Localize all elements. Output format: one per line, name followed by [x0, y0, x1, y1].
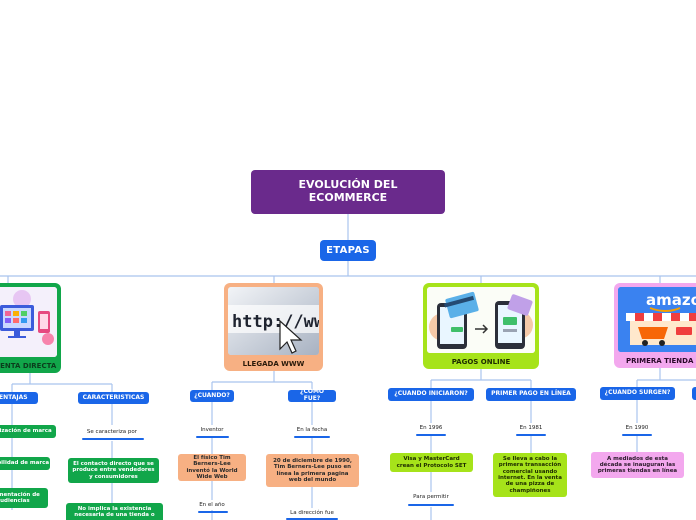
en-el-ano-connector: En el año: [199, 501, 225, 508]
connector-underline: [408, 504, 454, 506]
venta-directa-label: VENTA DIRECTA: [0, 362, 57, 370]
llegada-www-card[interactable]: http://www LLEGADA WWW: [224, 283, 323, 371]
cuando-iniciaron-node[interactable]: ¿CUANDO INICIARON?: [388, 388, 474, 401]
caracteristicas-node[interactable]: CARACTERISTICAS: [78, 392, 149, 404]
primer-pago-answer[interactable]: Se lleva a cabo la primera transacción c…: [493, 453, 567, 497]
caracteristica-item[interactable]: El contacto directo que se produce entre…: [68, 458, 159, 483]
cuando-node[interactable]: ¿CUANDO?: [190, 390, 234, 402]
en-1990-connector: En 1990: [625, 424, 649, 431]
connector-underline: [294, 436, 330, 438]
como-answer[interactable]: 20 de diciembre de 1990, Tim Berners-Lee…: [266, 454, 359, 487]
primera-tienda-label: PRIMERA TIENDA: [626, 357, 694, 365]
pagos-online-label: PAGOS ONLINE: [451, 358, 511, 366]
en-1981-connector: En 1981: [519, 424, 543, 431]
llegada-www-label: LLEGADA WWW: [242, 360, 305, 368]
phone-card-payment-image: [427, 287, 535, 353]
ventaja-item[interactable]: Credibilidad de marca: [0, 457, 50, 470]
caracteriza-connector: Se caracteriza por: [86, 428, 138, 435]
primer-pago-node[interactable]: PRIMER PAGO EN LÍNEA: [486, 388, 576, 401]
para-permitir-connector: Para permitir: [413, 493, 449, 500]
primera-tienda-card[interactable]: amazon PRIMERA TIENDA: [614, 283, 696, 368]
ventajas-node[interactable]: VENTAJAS: [0, 392, 38, 404]
caracteristica-item[interactable]: No implica la existencia necesaria de un…: [66, 503, 163, 520]
url-text: http://www: [232, 312, 319, 332]
http-url-cursor-image: http://www: [228, 287, 319, 355]
cuando-iniciaron-answer[interactable]: Visa y MasterCard crean el Protocolo SET: [390, 453, 473, 472]
connector-underline: [82, 438, 144, 440]
amazon-shop-image: amazon: [618, 287, 696, 352]
cuando-answer[interactable]: El físico Tim Berners-Lee inventó la Wor…: [178, 454, 246, 481]
connector-underline: [196, 436, 229, 438]
en-1996-connector: En 1996: [419, 424, 443, 431]
etapas-node[interactable]: ETAPAS: [320, 240, 376, 261]
shopping-devices-illustration: [0, 287, 57, 357]
cuando-surgen-answer[interactable]: A mediados de esta década se inauguran l…: [591, 452, 684, 478]
inventor-connector: Inventor: [200, 426, 224, 433]
connector-underline: [286, 518, 338, 520]
ventaja-item[interactable]: Segmentación de audiencias: [0, 488, 48, 508]
ventaja-item[interactable]: Fidelización de marca: [0, 425, 56, 438]
en-la-fecha-connector: En la fecha: [296, 426, 328, 433]
como-fue-node[interactable]: ¿COMO FUE?: [288, 388, 336, 402]
direccion-connector: La dirección fue: [290, 509, 334, 516]
connector-underline: [198, 511, 228, 513]
venta-directa-card[interactable]: VENTA DIRECTA: [0, 283, 61, 373]
connector-underline: [516, 434, 546, 436]
offscreen-node[interactable]: [692, 387, 696, 400]
cuando-surgen-node[interactable]: ¿CUANDO SURGEN?: [600, 387, 675, 400]
pagos-online-card[interactable]: PAGOS ONLINE: [423, 283, 539, 369]
brand-text: amazon: [646, 291, 696, 309]
connector-underline: [416, 434, 446, 436]
root-title[interactable]: EVOLUCIÓN DEL ECOMMERCE: [251, 170, 445, 214]
connector-underline: [622, 434, 652, 436]
